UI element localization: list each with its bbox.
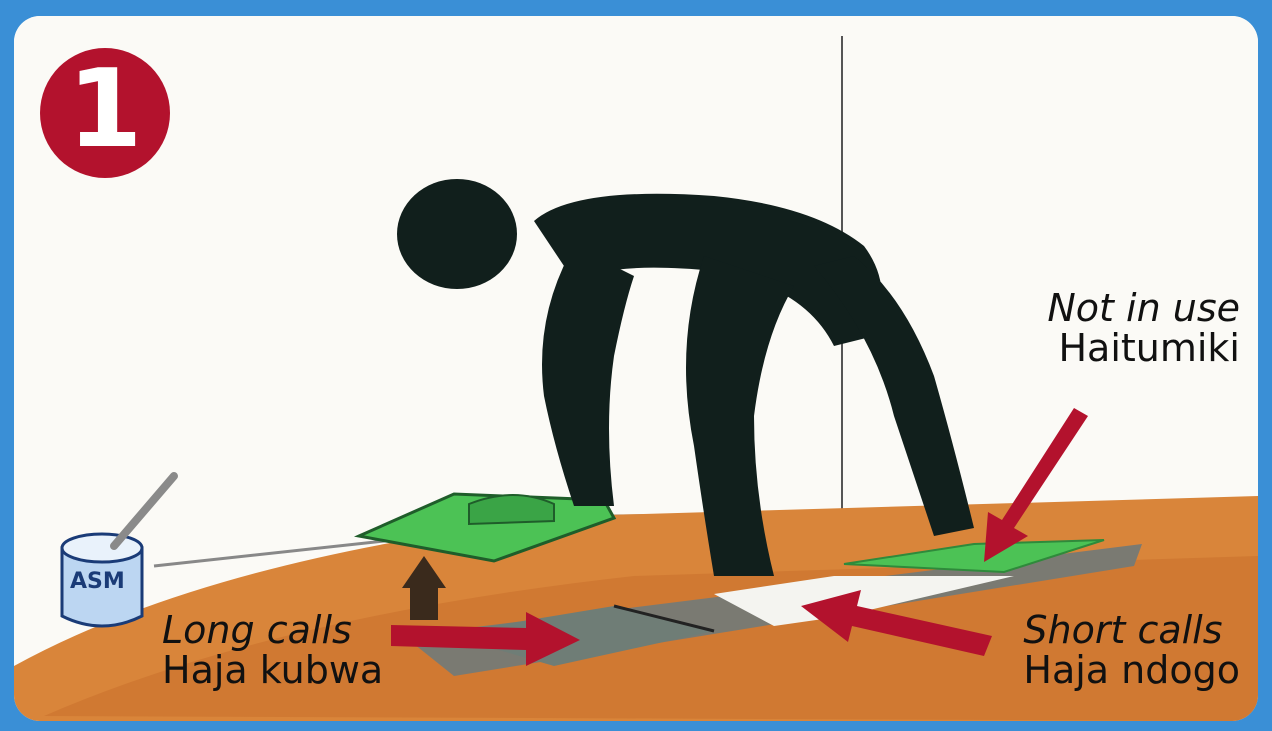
short-calls-swahili: Haja ndogo [1023, 650, 1240, 690]
figure-head [397, 179, 517, 289]
cover-handle [469, 495, 554, 524]
step-badge: 1 [40, 48, 170, 178]
step-number: 1 [67, 56, 142, 164]
illustration-panel: ASM 1 Not in use Haitumiki Long calls H [14, 16, 1258, 721]
short-calls-label: Short calls Haja ndogo [1023, 610, 1240, 690]
long-calls-swahili: Haja kubwa [162, 650, 383, 690]
can-top [62, 534, 142, 562]
long-calls-english: Long calls [162, 610, 383, 650]
long-calls-label: Long calls Haja kubwa [162, 610, 383, 690]
not-in-use-english: Not in use [1047, 288, 1240, 328]
not-in-use-swahili: Haitumiki [1047, 328, 1240, 368]
not-in-use-label: Not in use Haitumiki [1047, 288, 1240, 368]
can-label: ASM [70, 569, 125, 594]
short-calls-english: Short calls [1023, 610, 1240, 650]
